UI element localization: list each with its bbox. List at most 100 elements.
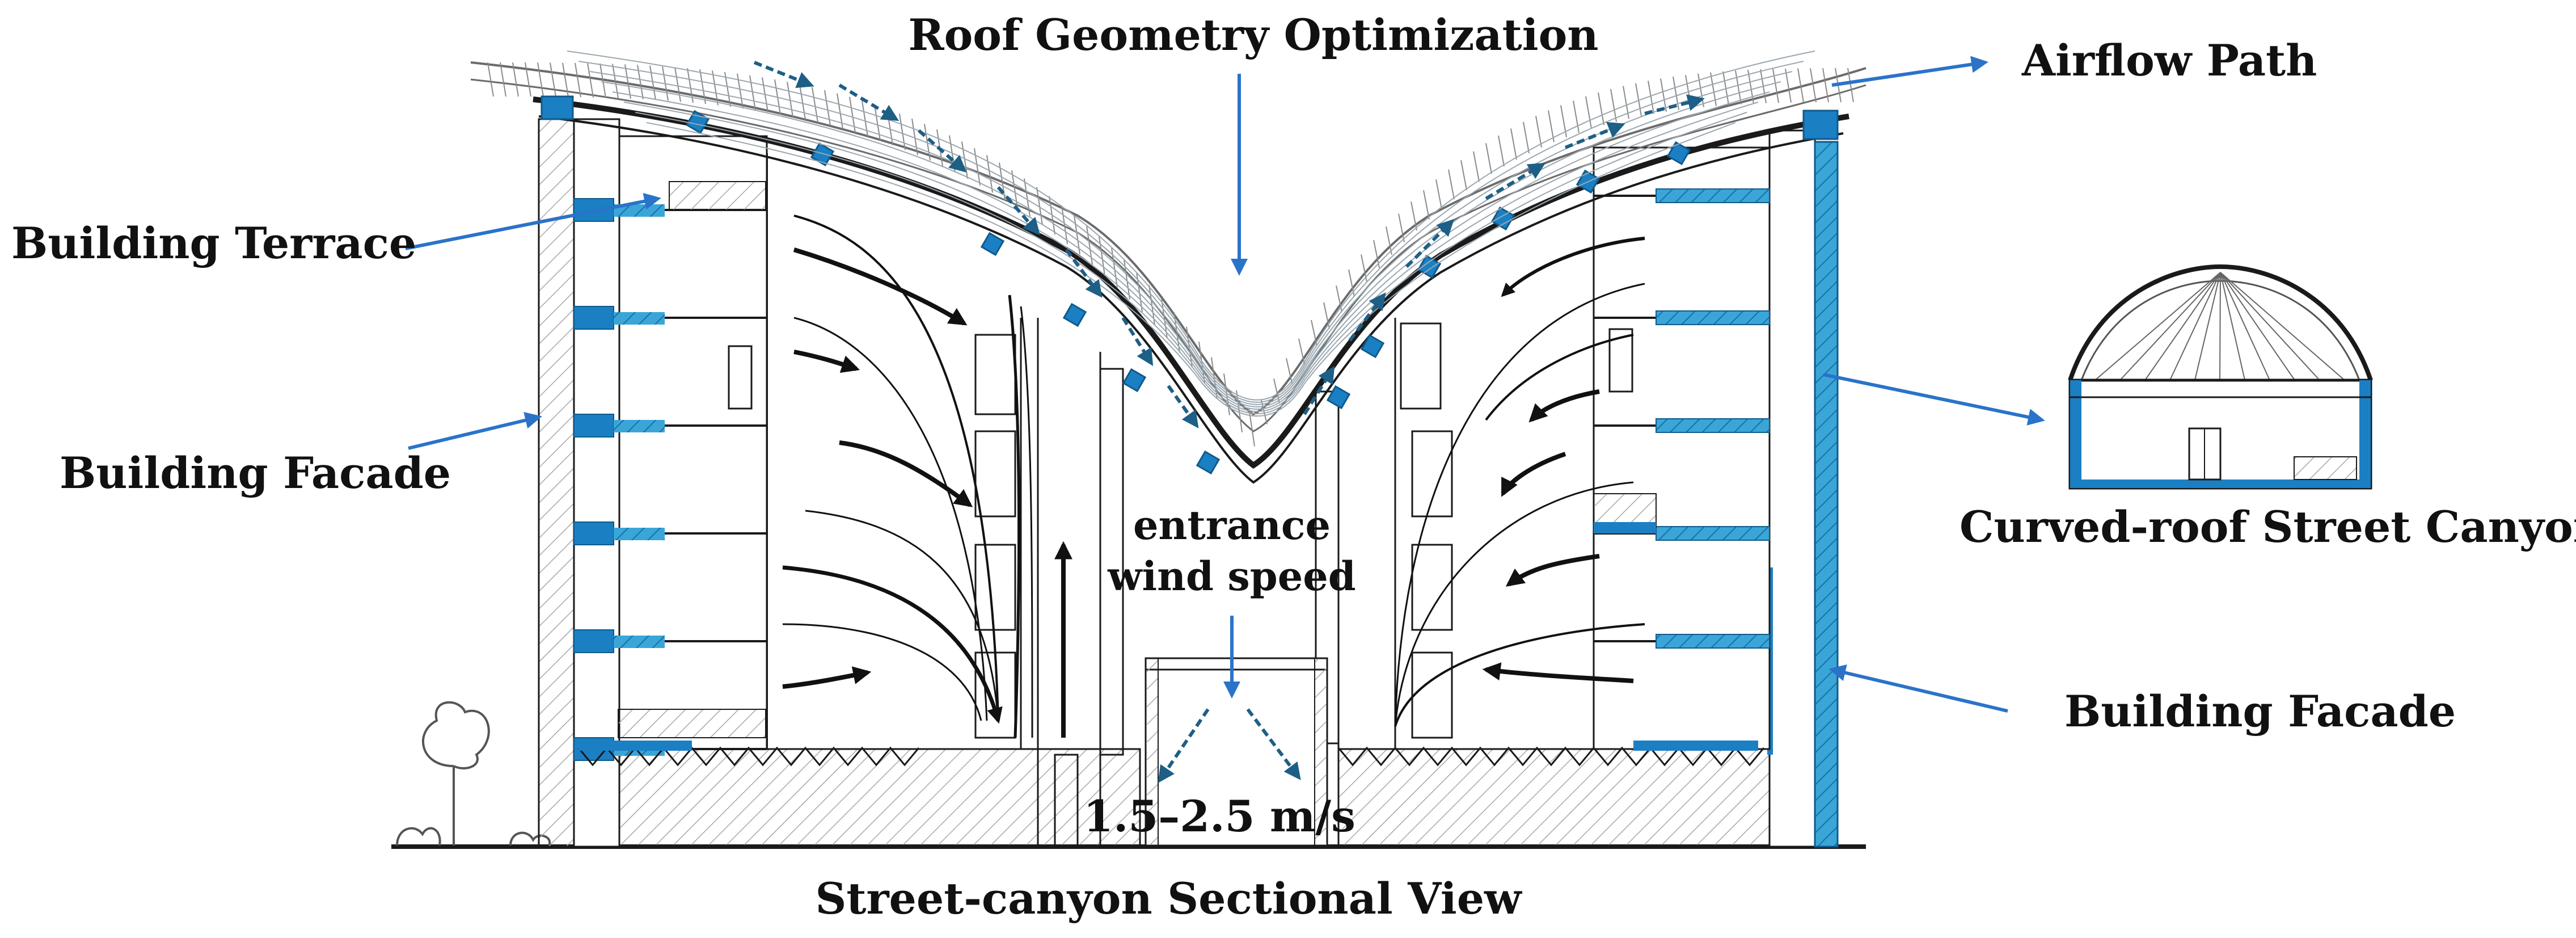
left-building (538, 118, 1124, 848)
roof-hatch-line (911, 118, 918, 155)
roof-hatch-line (1024, 178, 1031, 217)
roof-hatch-line (649, 65, 656, 100)
label-building-facade-left: Building Facade (60, 448, 451, 498)
roof-hatch-line (537, 62, 544, 97)
roof-hatch-line (487, 62, 494, 97)
roof-hatch-line (1411, 201, 1417, 231)
terrace-connector (573, 306, 614, 330)
streamline (782, 623, 982, 721)
pointer-airflow-path (1831, 56, 1988, 87)
roof-hatch-line (1785, 68, 1792, 103)
roof-hatch-line (837, 93, 843, 129)
roof-hatch-line (1286, 358, 1293, 384)
slab-edge (614, 636, 665, 648)
streamline (1505, 554, 1600, 587)
roof-hatch-line (1735, 70, 1742, 104)
pointer-arrows (405, 56, 2045, 713)
roof-hatch-line (1248, 407, 1255, 447)
roof-hatch-line (1460, 160, 1467, 191)
roof-node (1196, 450, 1221, 475)
airflow-arrow (838, 83, 900, 121)
airflow-arrow (918, 129, 967, 173)
roof-hatch-line (1648, 81, 1654, 114)
slab-edge (1656, 418, 1770, 433)
airflow-arrow (1065, 249, 1103, 298)
roof-hatch-line (1535, 116, 1542, 148)
curved-roof-inset (2068, 264, 2373, 490)
label-entrance-line1: entrance (1133, 502, 1331, 549)
label-curved-roof: Curved-roof Street Canyon (1960, 502, 2576, 552)
roof-hatch-line (1099, 236, 1105, 276)
roof-airflow (567, 51, 1815, 428)
airflow-line (612, 91, 1770, 410)
streamline (839, 440, 973, 507)
label-section-title: Street-canyon Sectional View (815, 873, 1522, 924)
curved-roof (470, 61, 1866, 484)
inset-rib (2144, 272, 2221, 381)
slab-edge (614, 312, 665, 325)
airflow-arrow (753, 61, 814, 89)
roof-hatch-line (1061, 205, 1068, 245)
airflow-line (601, 81, 1781, 407)
streamline (793, 350, 860, 373)
streamline (793, 214, 999, 721)
entrance-jets (1158, 708, 1301, 783)
roof-hatch-line (525, 62, 531, 97)
pointer-building-facade-left (408, 411, 542, 450)
label-entrance-line2: wind speed (1107, 553, 1355, 600)
ground-blue-strip (578, 741, 692, 751)
roof-hatch-line (1822, 68, 1829, 103)
roof-hatch-line (1223, 373, 1230, 415)
streamline (1501, 452, 1566, 497)
pointer-building-facade-right (1828, 664, 2008, 713)
roof-hatch-line (500, 62, 506, 97)
roof-hatch-line (924, 124, 931, 161)
roof-hatch-line (1610, 89, 1617, 122)
roof-hatch-line (562, 62, 569, 97)
roof-hatch-line (1386, 226, 1392, 255)
inset-rib (2220, 272, 2345, 381)
roof-hatch-line (1585, 96, 1592, 129)
streamline (782, 666, 872, 689)
roof-hatch-line (812, 87, 818, 123)
canyon-airflow (782, 214, 1645, 738)
roof-hatch-line (999, 162, 1006, 200)
roof-hatch-line (799, 84, 806, 120)
roof-hatch-line (587, 63, 594, 98)
roof-hatch-line (874, 104, 881, 141)
roof-node (1666, 141, 1691, 166)
roof-hatch-line (1311, 319, 1317, 346)
airflow-arrow (996, 186, 1040, 235)
slab-edge (1656, 526, 1770, 541)
roof-hatch-line (1435, 179, 1442, 209)
roof-hatch-line (1797, 68, 1804, 103)
slab-edge (1656, 634, 1770, 649)
airflow-arrow (1121, 317, 1154, 367)
airflow-arrow (1348, 292, 1386, 342)
roof-hatch-line (899, 113, 906, 150)
roof-hatch-line (862, 100, 868, 137)
streamline (1394, 623, 1645, 727)
streamline (1020, 306, 1033, 738)
roof-hatch-line (787, 82, 793, 117)
roof-hatch-line (699, 69, 706, 104)
streamline (782, 565, 1003, 724)
ground-blue-strip (1633, 741, 1758, 751)
roof-hatch-line (1598, 92, 1604, 125)
roof-hatch-line (712, 70, 719, 106)
airflow-arrow (1405, 218, 1455, 268)
ground (391, 748, 1866, 849)
roof-hatch-line (1398, 213, 1405, 243)
streamline (1394, 481, 1634, 727)
label-roof-geometry: Roof Geometry Optimization (908, 10, 1598, 60)
roof-hatch-line (1298, 338, 1305, 364)
airflow-line (623, 102, 1759, 413)
tree-icon (396, 701, 551, 846)
label-speed-range: 1.5–2.5 m/s (1083, 791, 1355, 842)
airflow-line (578, 61, 1804, 403)
airflow-line (646, 122, 1736, 417)
streamline (1485, 334, 1634, 421)
roof-hatch-line (1510, 128, 1517, 160)
airflow-arrow (1485, 162, 1546, 200)
